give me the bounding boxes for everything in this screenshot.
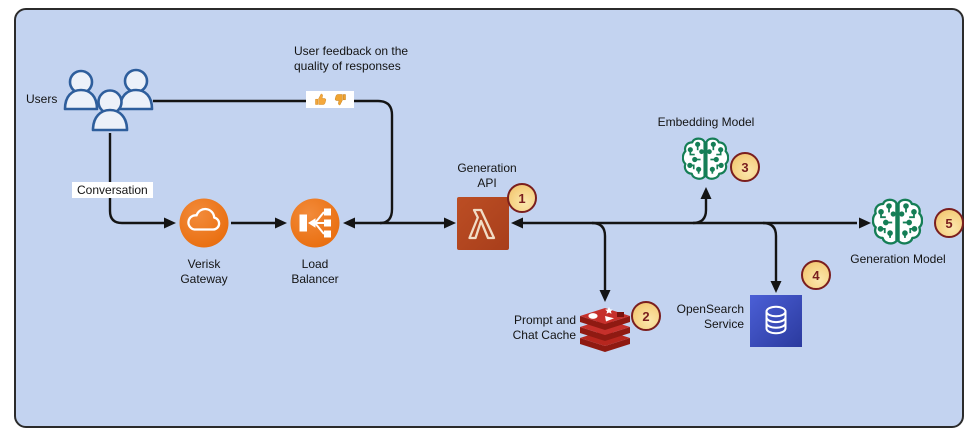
load-balancer-label: Load Balancer xyxy=(291,257,339,286)
neural-brain-icon xyxy=(682,137,729,180)
verisk-gateway-label: Verisk Gateway xyxy=(180,257,228,286)
redis-cache-icon xyxy=(580,307,630,352)
conversation-connector xyxy=(108,133,164,225)
users-label: Users xyxy=(26,92,58,106)
step-badge-1: 1 xyxy=(507,183,537,213)
arrowheads xyxy=(164,187,871,302)
step-badge-3: 3 xyxy=(730,152,760,182)
embedding-branch-connector xyxy=(692,199,708,225)
cloud-gateway-icon xyxy=(179,198,229,248)
embedding-model-label: Embedding Model xyxy=(657,115,755,129)
users-group-icon xyxy=(63,68,154,132)
prompt-cache-label: Prompt and Chat Cache xyxy=(512,313,576,342)
step-badge-2: 2 xyxy=(631,301,661,331)
step-badge-4: 4 xyxy=(801,260,831,290)
opensearch-label: OpenSearch Service xyxy=(676,302,744,331)
load-balancer-icon xyxy=(290,198,340,248)
arrowhead-into-opensearch xyxy=(770,281,782,293)
arrowhead-into-cache xyxy=(599,290,611,302)
thumbs-up-icon xyxy=(314,93,326,105)
conversation-label: Conversation xyxy=(72,182,153,198)
arrowhead-into-lambda-left xyxy=(444,217,456,229)
feedback-note: User feedback on the quality of response… xyxy=(294,44,409,73)
step-badge-5: 5 xyxy=(934,208,964,238)
cache-branch-connector xyxy=(591,221,607,290)
arrowhead-into-lambda-right xyxy=(511,217,523,229)
opensearch-branch-connector xyxy=(762,221,778,281)
database-icon xyxy=(750,295,802,347)
arrowhead-into-gateway xyxy=(164,217,176,229)
arrowhead-into-embedding xyxy=(700,187,712,199)
feedback-thumbs-box xyxy=(306,91,354,108)
generation-api-label: Generation API xyxy=(457,161,517,190)
lambda-icon xyxy=(457,197,509,250)
arrowhead-into-lb xyxy=(275,217,287,229)
arrowhead-back-to-lb xyxy=(343,217,355,229)
generation-model-label: Generation Model xyxy=(850,252,946,266)
thumbs-down-icon xyxy=(334,94,346,106)
neural-brain-icon xyxy=(872,198,923,245)
feedback-connector xyxy=(153,99,394,225)
arrowhead-into-genmodel xyxy=(859,217,871,229)
